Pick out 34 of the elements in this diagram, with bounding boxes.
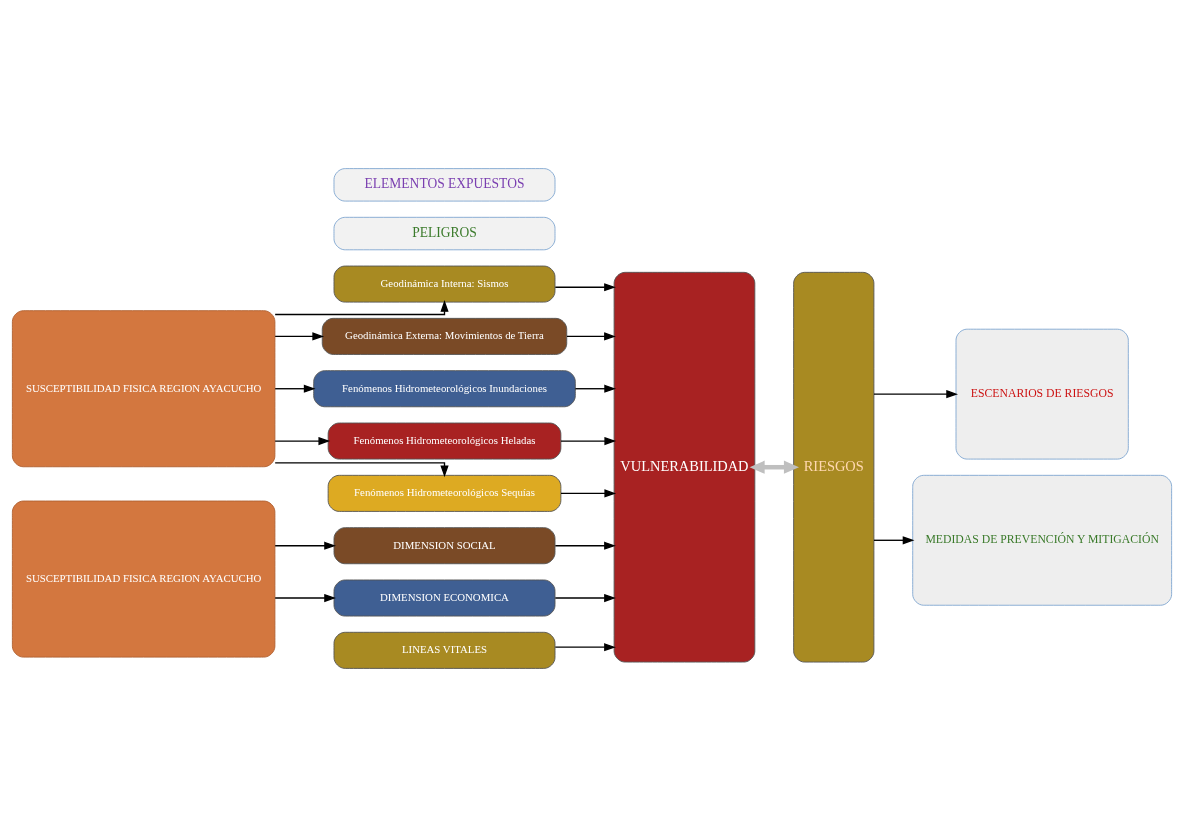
arrow [274,436,331,445]
node-box: LINEAS VITALES [333,631,556,669]
arrow [274,299,449,315]
arrow [566,331,616,340]
arrow [274,331,325,340]
arrow [274,593,336,602]
node-box: DIMENSION ECONOMICA [333,579,556,617]
node-box: PELIGROS [333,216,556,250]
node-box: VULNERABILIDAD [613,271,756,663]
arrow [274,384,316,393]
node-box: Fenómenos Hidrometeorológicos Inundaciones [313,369,576,407]
arrow [554,282,616,291]
arrow [873,389,958,398]
node-box: Geodinámica Externa: Movimientos de Tierra [321,317,568,355]
arrow [749,460,799,474]
arrow [554,642,616,651]
node-box: SUSCEPTIBILIDAD FISICA REGION AYACUCHO [11,309,276,467]
node-box: Geodinámica Interna: Sismos [333,265,556,303]
arrow [554,593,616,602]
node-box: ELEMENTOS EXPUESTOS [333,167,556,202]
arrow [574,384,617,393]
node-box: MEDIDAS DE PREVENCIÓN Y MITIGACIÓN [912,474,1173,606]
arrow [560,436,617,445]
node-box: Fenómenos Hidrometeorológicos Sequías [327,474,562,512]
node-box: SUSCEPTIBILIDAD FISICA REGION AYACUCHO [11,500,276,658]
node-box: RIESGOS [793,271,875,663]
arrow [274,461,449,477]
node-box: DIMENSION SOCIAL [333,526,556,564]
node-box: Fenómenos Hidrometeorológicos Heladas [327,422,562,460]
arrow [560,488,617,497]
arrow [873,535,915,544]
arrow [274,541,336,550]
node-box: ESCENARIOS DE RIESGOS [955,328,1129,460]
arrow [554,541,616,550]
